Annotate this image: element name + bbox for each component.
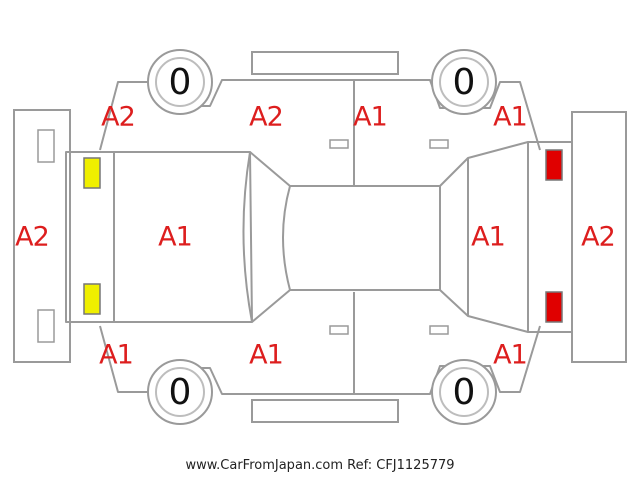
front-bumper-slot-top (37, 129, 55, 163)
cabin-front-curve (282, 185, 291, 291)
rear-bumper (571, 111, 627, 363)
tire-front-right: 0 (147, 359, 213, 425)
code-right-rear-corner: A1 (493, 340, 527, 371)
top-front-handle (329, 139, 349, 149)
front-right-light (83, 283, 101, 315)
code-left-rear-door: A1 (353, 102, 387, 133)
cabin-outline (249, 141, 529, 333)
code-left-front-door: A2 (249, 102, 283, 133)
code-front-left-corner: A2 (101, 102, 135, 133)
front-left-light (83, 157, 101, 189)
tire-front-left: 0 (147, 49, 213, 115)
tire-rear-right: 0 (431, 359, 497, 425)
code-rear-bumper: A2 (581, 222, 615, 253)
bottom-side-outline (99, 325, 541, 395)
top-roof-rail (251, 51, 399, 75)
bottom-roof-rail (251, 399, 399, 423)
windshield-curve (242, 151, 253, 323)
front-bumper-slot-bottom (37, 309, 55, 343)
code-hood: A1 (158, 222, 192, 253)
code-left-rear-corner: A1 (493, 102, 527, 133)
tire-rear-right-value: 0 (453, 372, 476, 413)
bottom-rear-handle (429, 325, 449, 335)
rear-connectors (528, 141, 572, 333)
rear-left-light (545, 149, 563, 181)
bottom-front-handle (329, 325, 349, 335)
code-right-front-corner: A1 (99, 340, 133, 371)
tire-front-left-value: 0 (169, 62, 192, 103)
tire-rear-left: 0 (431, 49, 497, 115)
code-right-front-door: A1 (249, 340, 283, 371)
hood-outline (114, 151, 253, 323)
footer-reference: www.CarFromJapan.com Ref: CFJ1125779 (185, 458, 455, 473)
code-front-bumper: A2 (15, 222, 49, 253)
top-rear-handle (429, 139, 449, 149)
tire-front-right-value: 0 (169, 372, 192, 413)
top-side-outline (99, 79, 541, 151)
rear-right-light (545, 291, 563, 323)
tire-rear-left-value: 0 (453, 62, 476, 103)
code-trunk: A1 (471, 222, 505, 253)
